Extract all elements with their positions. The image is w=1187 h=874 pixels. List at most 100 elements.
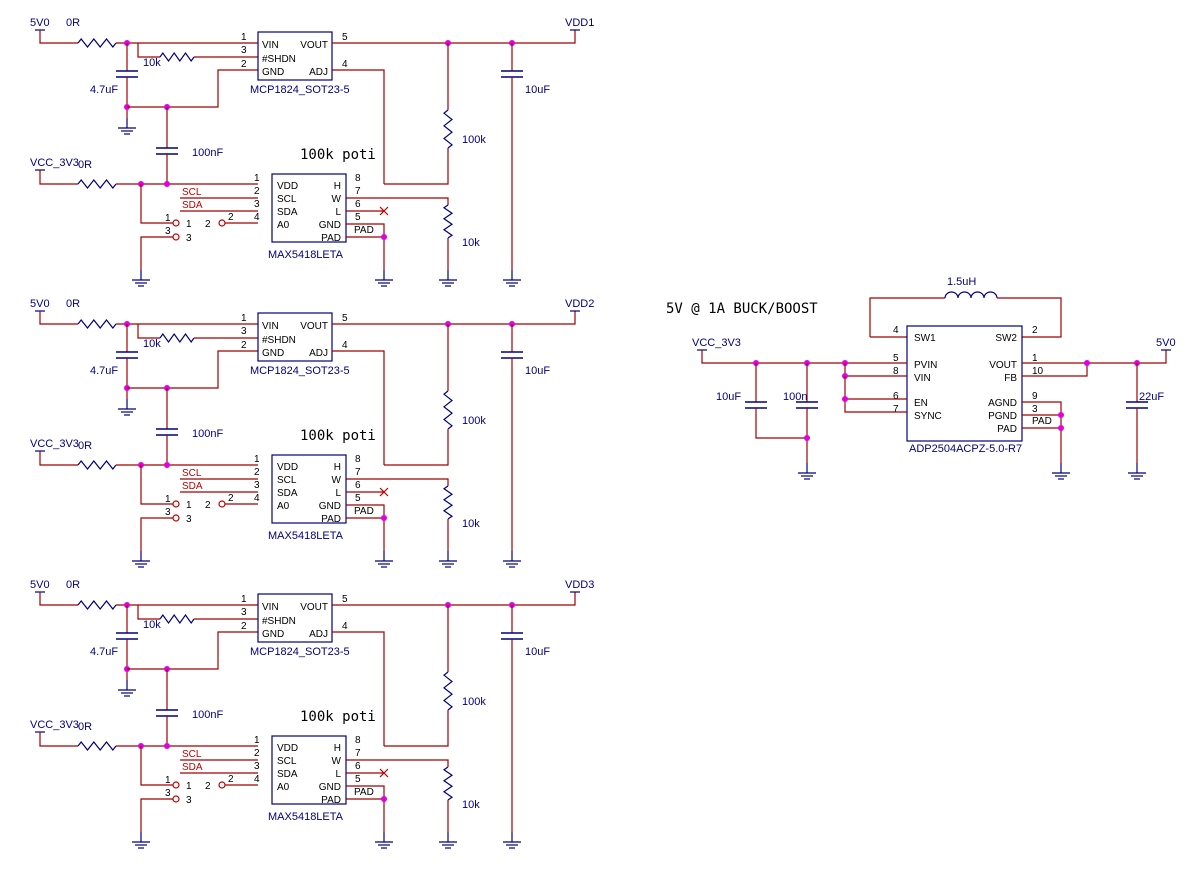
pin-number: 5 <box>342 32 348 43</box>
net-label-scl: SCL <box>182 749 202 760</box>
jumper-pin <box>172 500 180 508</box>
ground-symbol <box>439 832 457 849</box>
ground-symbol <box>118 680 136 697</box>
pin-name: VOUT <box>300 602 328 613</box>
wire <box>1022 363 1088 377</box>
jumper-pin-number: 3 <box>186 233 192 244</box>
resistor-symbol <box>159 51 195 63</box>
ground-symbol <box>375 551 393 568</box>
pin-number: 7 <box>355 467 361 478</box>
jumper-pin-number: 2 <box>205 781 211 792</box>
pin-number: 3 <box>1032 404 1038 415</box>
pin-number: 6 <box>893 391 899 402</box>
pot-body <box>271 735 347 805</box>
resistor-symbol <box>443 390 453 430</box>
pin-number: 6 <box>355 199 361 210</box>
resistor-value: 0R <box>78 159 92 171</box>
wire <box>755 408 807 439</box>
ground-symbol <box>503 270 521 287</box>
wire <box>997 297 1062 338</box>
no-connect-mark <box>379 768 389 778</box>
no-connect-mark <box>379 487 389 497</box>
pin-name: A0 <box>277 782 290 793</box>
junction-dot <box>164 462 170 468</box>
pin-name: GND <box>319 501 341 512</box>
pin-name: VDD <box>277 181 298 192</box>
capacitor-value: 100n <box>783 391 807 403</box>
wire <box>384 148 449 185</box>
ground-symbol <box>439 551 457 568</box>
jumper-pin-number: 1 <box>165 494 171 505</box>
pin-name: PGND <box>988 411 1017 422</box>
ldo-body <box>257 593 333 643</box>
jumper-pin <box>172 795 180 803</box>
jumper-pin <box>218 219 226 227</box>
pin-number: 2 <box>254 748 260 759</box>
wire <box>346 504 385 551</box>
net-label-vcc3v3: VCC_3V3 <box>30 438 79 450</box>
wire <box>39 170 78 185</box>
pin-name: W <box>332 194 342 205</box>
pin-number: 5 <box>355 493 361 504</box>
junction-dot <box>381 796 387 802</box>
pin-name: ADJ <box>309 67 328 78</box>
wire <box>1022 350 1167 364</box>
buckboost-body <box>906 325 1023 442</box>
ground-symbol <box>1052 463 1070 480</box>
net-label-sda: SDA <box>182 762 203 773</box>
pin-number: 9 <box>1032 391 1038 402</box>
ground-symbol <box>132 551 150 568</box>
ground-symbol <box>1128 463 1146 480</box>
capacitor-symbol <box>501 632 523 640</box>
jumper-pin-number: 3 <box>186 514 192 525</box>
pin-number: 1 <box>241 594 247 605</box>
part-name: ADP2504ACPZ-5.0-R7 <box>909 443 1022 455</box>
pin-number: 10 <box>1032 366 1044 377</box>
wire <box>332 592 576 606</box>
ground-symbol <box>503 551 521 568</box>
pin-name: PAD <box>321 795 341 806</box>
pin-number: 1 <box>241 313 247 324</box>
pot-title: 100k poti <box>300 428 376 444</box>
capacitor-symbol <box>501 351 523 359</box>
pin-name: SDA <box>277 488 298 499</box>
resistor-value: 100k <box>462 696 486 708</box>
jumper-pin-number: 2 <box>205 500 211 511</box>
net-label-vcc3v3: VCC_3V3 <box>30 719 79 731</box>
wire <box>137 324 160 339</box>
resistor-symbol <box>77 179 117 189</box>
resistor-value: 0R <box>66 579 80 591</box>
wire <box>39 311 78 325</box>
capacitor-value: 4.7uF <box>90 646 118 658</box>
jumper-pin-number: 2 <box>228 774 234 785</box>
resistor-symbol <box>443 109 453 149</box>
pad-label: PAD <box>354 787 374 798</box>
pin-number: 2 <box>241 59 247 70</box>
pin-name: W <box>332 475 342 486</box>
wire <box>140 798 173 832</box>
wire <box>701 350 907 364</box>
pin-name: PVIN <box>914 360 937 371</box>
capacitor-symbol <box>156 428 178 436</box>
wire <box>137 43 160 58</box>
pin-number: 2 <box>1032 325 1038 336</box>
wire <box>346 478 449 486</box>
wire <box>332 30 576 44</box>
jumper-pin <box>172 233 180 241</box>
pin-name: PAD <box>997 424 1017 435</box>
resistor-symbol <box>442 204 454 239</box>
pad-label: PAD <box>1032 416 1052 427</box>
pin-name: VIN <box>262 321 279 332</box>
pin-name: PAD <box>321 233 341 244</box>
pin-number: 4 <box>893 325 899 336</box>
part-name: MAX5418LETA <box>268 249 344 261</box>
capacitor-symbol <box>116 351 138 359</box>
wire <box>127 631 258 670</box>
ground-symbol <box>118 399 136 416</box>
wire <box>140 465 173 505</box>
pin-number: 1 <box>241 32 247 43</box>
jumper-pin <box>172 781 180 789</box>
pin-name: PAD <box>321 514 341 525</box>
ground-symbol <box>798 463 816 480</box>
